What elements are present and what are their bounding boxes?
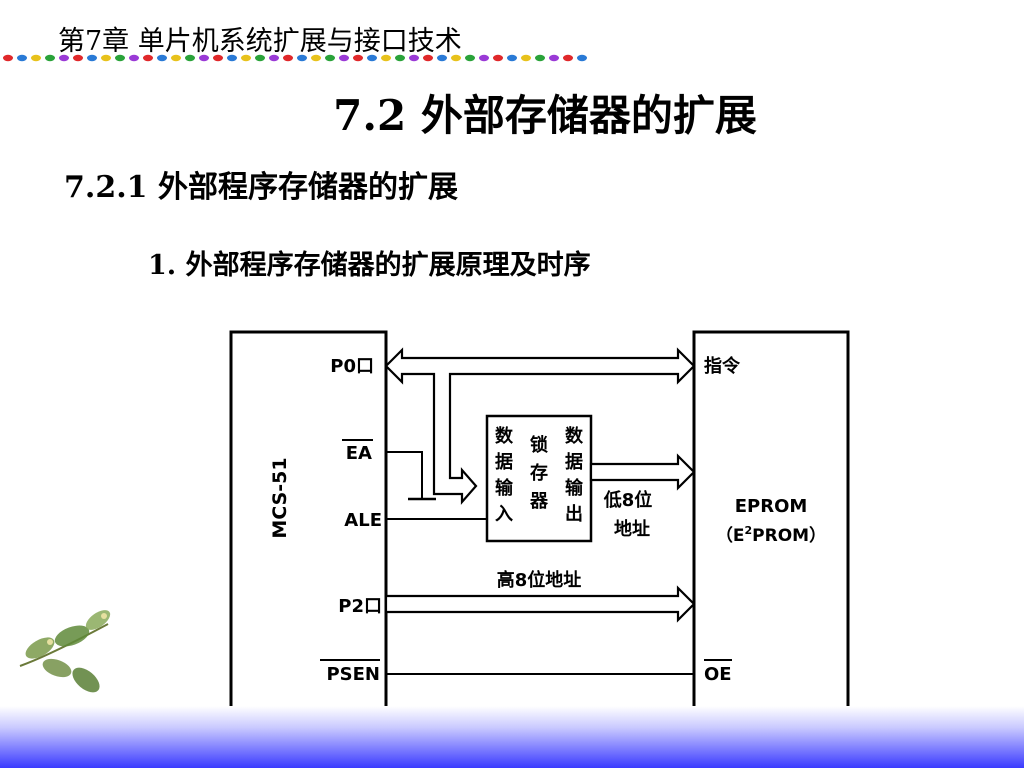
pin-psen-label: PSEN [326,664,380,685]
eprom-alt-superscript: 2 [745,524,753,537]
divider-dot [269,54,279,62]
divider-dot [59,54,69,62]
divider-dot [563,54,573,62]
divider-dot [339,54,349,62]
divider-dot [157,54,167,62]
svg-text:数: 数 [565,425,584,447]
divider-dot [409,54,419,62]
divider-dot [129,54,139,62]
divider-dot [199,54,209,62]
divider-dot [367,54,377,62]
divider-dot [521,54,531,62]
divider-dot [395,54,405,62]
divider-dot [577,54,587,62]
divider-dot [115,54,125,62]
svg-text:器: 器 [529,491,549,512]
eprom-name: EPROM [735,496,808,517]
ea-ground-wire [386,451,423,498]
eprom-alt-prefix: （E [716,525,745,546]
chapter-header: 第7章 单片机系统扩展与接口技术 [58,26,462,57]
divider-dot [171,54,181,62]
pin-oe-label: OE [704,664,732,685]
eprom-alt-suffix: PROM） [752,525,826,546]
divider-dot [465,54,475,62]
divider-dot [353,54,363,62]
p0-data-bus-arrow [384,347,696,505]
divider-dot [101,54,111,62]
divider-dot [437,54,447,62]
divider-dot [325,54,335,62]
latch-col-left: 数 据 输 入 [495,425,514,525]
svg-text:锁: 锁 [530,434,548,456]
divider-dot [31,54,41,62]
svg-text:出: 出 [565,503,583,525]
low-address-label-line1: 低8位 [603,489,653,511]
divider-dot [3,54,13,62]
divider-dot [143,54,153,62]
divider-dot [549,54,559,62]
slide-title: 7.2 外部存储器的扩展 [333,91,757,140]
svg-text:存: 存 [530,462,548,484]
eprom-alt-name: （E2PROM） [716,524,826,546]
latch-col-right: 数 据 输 出 [565,425,584,525]
svg-text:数: 数 [495,425,514,447]
pin-ale-label: ALE [344,510,382,531]
divider-dot [45,54,55,62]
mcu-name: MCS-51 [269,457,291,538]
divider-dot [227,54,237,62]
svg-text:据: 据 [565,451,583,473]
pin-ea-label: EA [346,443,372,464]
pin-p0-label: P0口 [330,356,374,377]
divider-dot [17,54,27,62]
leaf-decoration [19,610,111,693]
high-address-label: 高8位地址 [497,569,582,591]
svg-text:输: 输 [565,477,584,499]
divider-dot [493,54,503,62]
svg-text:据: 据 [495,451,513,473]
svg-text:输: 输 [495,477,514,499]
divider-dot [451,54,461,62]
divider-dot [185,54,195,62]
high-address-arrow [384,585,696,623]
latch-col-mid: 锁 存 器 [529,434,549,512]
bottom-gradient-bar [0,706,1024,768]
low-address-arrow [589,453,696,491]
divider-dot [297,54,307,62]
divider-dot [423,54,433,62]
divider-dot [255,54,265,62]
divider-dot [311,54,321,62]
divider-dot [241,54,251,62]
item-heading: 1. 外部程序存储器的扩展原理及时序 [148,250,591,281]
divider-dot [73,54,83,62]
eprom-instr-label: 指令 [704,355,741,377]
decorative-dot-divider [3,54,587,62]
divider-dot [213,54,223,62]
diagram-background [214,320,862,716]
divider-dot [507,54,517,62]
divider-dot [535,54,545,62]
memory-expansion-diagram: MCS-51 P0口 EA ALE P2口 PSEN 指令 EPROM （E2P… [214,320,862,716]
divider-dot [381,54,391,62]
divider-dot [479,54,489,62]
pin-p2-label: P2口 [338,596,382,617]
svg-text:入: 入 [495,504,513,525]
section-subtitle: 7.2.1 外部程序存储器的扩展 [64,170,458,205]
divider-dot [283,54,293,62]
divider-dot [87,54,97,62]
low-address-label-line2: 地址 [614,518,650,540]
